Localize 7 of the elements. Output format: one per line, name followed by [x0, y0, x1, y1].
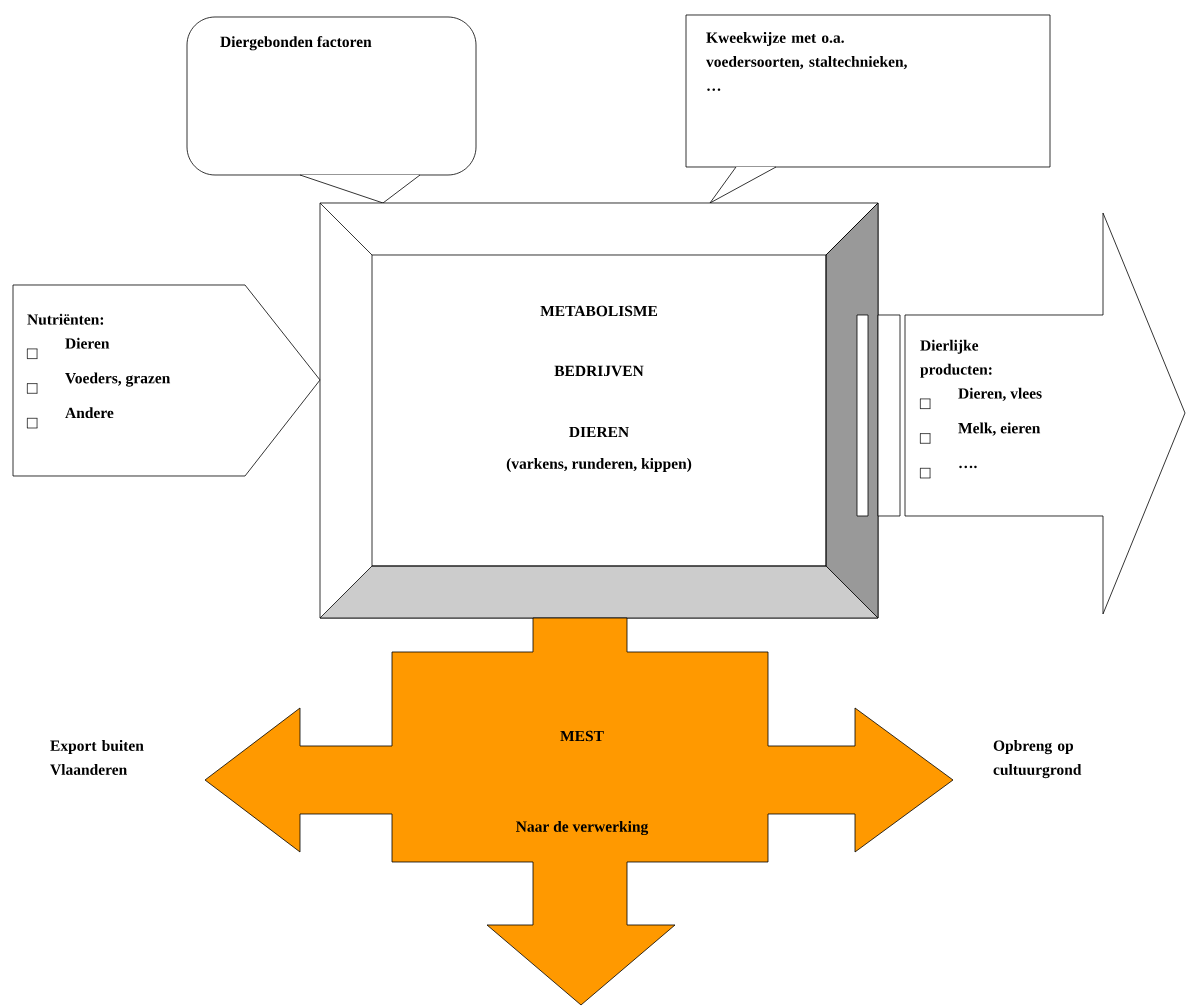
- speech-bubble: Kweekwijze met o.a. voedersoorten, staltechnieken, …: [685, 14, 1051, 204]
- speech-bubble: Diergebonden factoren: [186, 16, 477, 204]
- block-stem: [532, 617, 628, 653]
- connector-bars: [856, 314, 901, 517]
- bevel-box: METABOLISME BEDRIJVEN DIEREN (varkens, runderen, kippen): [319, 202, 879, 619]
- destination-label: Opbreng op cultuurgrond: [993, 740, 1082, 779]
- destination-label: Export buiten Vlaanderen: [50, 740, 144, 775]
